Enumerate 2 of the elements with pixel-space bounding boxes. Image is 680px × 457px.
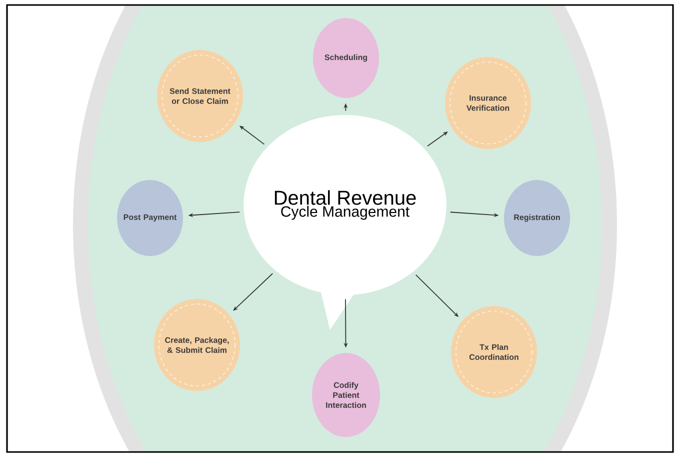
- arrow: [233, 273, 274, 311]
- speech-bubble: Dental Revenue Cycle Management: [244, 115, 446, 330]
